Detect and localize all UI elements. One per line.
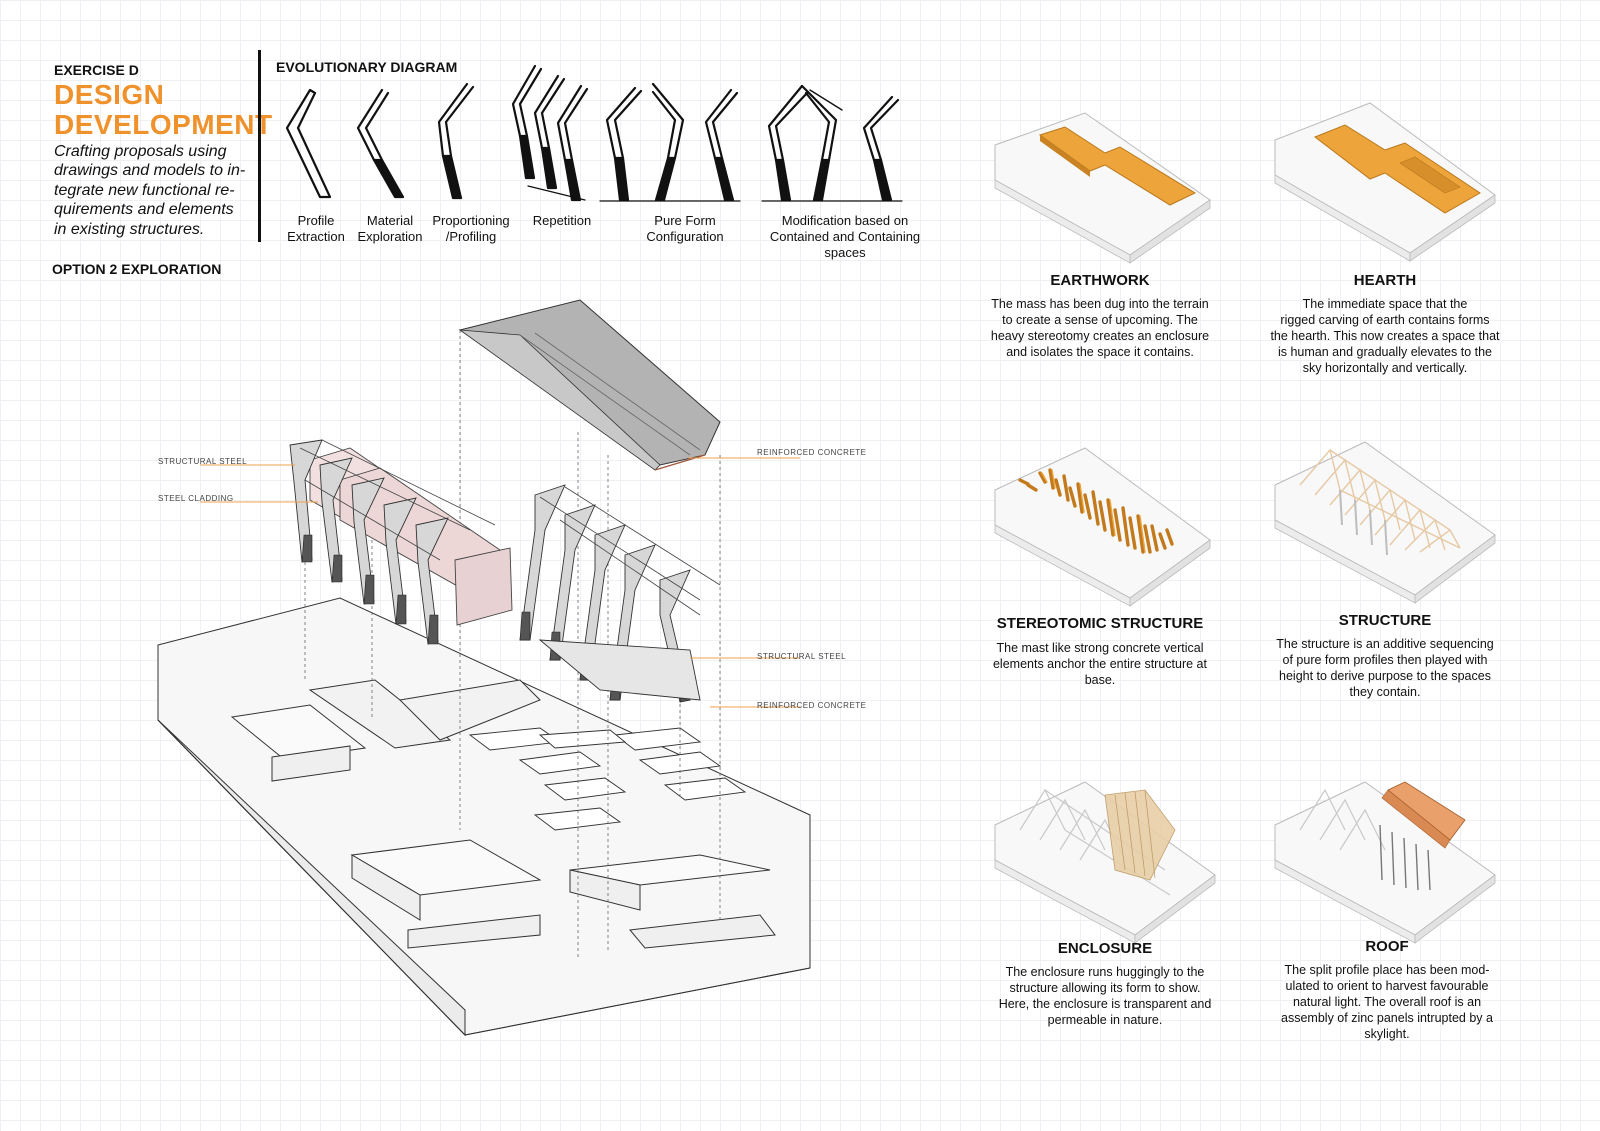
panel-title-structure: STRUCTURE [1338, 612, 1432, 629]
evo-pure-form-sketch [599, 82, 741, 202]
label-reinforced-concrete-1: REINFORCED CONCRETE [757, 448, 867, 457]
terrain-base [157, 597, 811, 1037]
evo-caption-line: Profile [297, 213, 335, 228]
evo-caption-pure-form: Pure Form Configuration [625, 213, 745, 245]
desc-line: height to derive purpose to the spaces [1279, 669, 1491, 683]
desc-line: they contain. [1349, 685, 1421, 699]
earthwork-model [994, 112, 1211, 264]
evo-modification-sketch [761, 84, 903, 202]
subtitle-line: Crafting proposals using [54, 143, 227, 160]
panel-title-hearth: HEARTH [1353, 272, 1417, 289]
subtitle: Crafting proposals using drawings and mo… [54, 142, 254, 239]
evo-caption-profile: Profile Extraction [256, 213, 376, 245]
evo-caption-line: Repetition [532, 213, 592, 228]
desc-line: the hearth. This now creates a space tha… [1270, 329, 1500, 343]
panel-title-enclosure: ENCLOSURE [1057, 940, 1153, 957]
panel-desc-stereotomic: The mast like strong concrete vertical e… [970, 640, 1230, 688]
desc-line: ulated to orient to harvest favourable [1285, 979, 1489, 993]
enclosure-model [994, 781, 1216, 944]
leader-lines [200, 457, 800, 708]
desc-line: The enclosure runs huggingly to the [1005, 965, 1205, 979]
page-title-line2: DEVELOPMENT [54, 109, 273, 140]
label-reinforced-concrete-2: REINFORCED CONCRETE [757, 701, 867, 710]
desc-line: The immediate space that the [1302, 297, 1468, 311]
subtitle-line: drawings and models to in- [54, 162, 246, 180]
evo-caption-line: Extraction [287, 229, 345, 244]
desc-line: The mast like strong concrete vertical [996, 641, 1204, 655]
evo-repetition-sketch [511, 64, 589, 202]
evo-caption-modification: Modification based on Contained and Cont… [755, 213, 935, 261]
panel-desc-roof: The split profile place has been mod- ul… [1257, 962, 1517, 1042]
evo-caption-repetition: Repetition [502, 213, 622, 229]
panel-title-stereotomic: STEREOTOMIC STRUCTURE [996, 615, 1204, 632]
page-title-line1: DESIGN [54, 79, 165, 110]
evo-caption-line: spaces [824, 245, 866, 260]
evo-profile-extraction-sketch [285, 88, 332, 199]
evo-caption-proportioning: Proportioning /Profiling [411, 213, 531, 245]
exercise-label: EXERCISE D [54, 62, 139, 78]
panel-desc-structure: The structure is an additive sequencing … [1255, 636, 1515, 700]
evo-caption-line: Contained and Containing [769, 229, 921, 244]
desc-line: is human and gradually elevates to the [1277, 345, 1493, 359]
purlins [299, 439, 721, 616]
label-structural-steel-2: STRUCTURAL STEEL [757, 652, 847, 661]
desc-line: to create a sense of upcoming. The [1002, 313, 1198, 327]
evo-caption-material: Material Exploration [330, 213, 450, 245]
subtitle-line: tegrate new functional re- [54, 181, 235, 199]
desc-line: sky horizontally and vertically. [1302, 361, 1468, 375]
header-divider [258, 50, 261, 242]
panel-desc-earthwork: The mass has been dug into the terrain t… [970, 296, 1230, 360]
desc-line: The split profile place has been mod- [1284, 963, 1490, 977]
desc-line: Here, the enclosure is transparent and [998, 997, 1212, 1011]
ground-slab-structure [538, 639, 701, 701]
label-structural-steel-1: STRUCTURAL STEEL [158, 457, 248, 466]
evo-caption-line: Exploration [357, 229, 423, 244]
structure-model [1274, 441, 1496, 604]
evolutionary-diagram-sketches [285, 64, 903, 202]
panel-desc-hearth: The immediate space that the rigged carv… [1255, 296, 1515, 376]
desc-line: natural light. The overall roof is an [1292, 995, 1482, 1009]
evolutionary-diagram-title: EVOLUTIONARY DIAGRAM [276, 59, 458, 75]
desc-line: The structure is an additive sequencing [1276, 637, 1494, 651]
panel-desc-enclosure: The enclosure runs huggingly to the stru… [975, 964, 1235, 1028]
panel-title-roof: ROOF [1365, 938, 1409, 955]
hearth-model [1274, 102, 1496, 262]
label-steel-cladding: STEEL CLADDING [158, 494, 234, 503]
evo-caption-line: Pure Form [654, 213, 716, 228]
evo-proportioning-sketch [437, 82, 475, 200]
stereotomic-structure-model [994, 447, 1211, 607]
desc-line: of pure form profiles then played with [1282, 653, 1488, 667]
panel-title-earthwork: EARTHWORK [1050, 272, 1150, 289]
desc-line: The mass has been dug into the terrain [991, 297, 1209, 311]
roof-model [1274, 781, 1496, 944]
evo-caption-line: Material [366, 213, 414, 228]
desc-line: heavy stereotomy creates an enclosure [990, 329, 1210, 343]
exploded-axonometric-drawing [157, 299, 811, 1037]
desc-line: assembly of zinc panels intrupted by a [1281, 1011, 1493, 1025]
desc-line: elements anchor the entire structure at [992, 657, 1207, 671]
desc-line: and isolates the space it contains. [1006, 345, 1194, 359]
option-label: OPTION 2 EXPLORATION [52, 261, 222, 277]
subtitle-line: in existing structures. [54, 220, 205, 238]
desc-line: rigged carving of earth contains forms [1280, 313, 1490, 327]
evo-material-exploration-sketch [356, 88, 405, 199]
desc-line: permeable in nature. [1047, 1013, 1163, 1027]
terrain-terraces [230, 679, 776, 949]
foundation-pads [468, 727, 747, 831]
evo-caption-line: Configuration [646, 229, 724, 244]
desc-line: skylight. [1364, 1027, 1410, 1041]
desc-line: base. [1084, 673, 1116, 687]
subtitle-line: quirements and elements [54, 201, 234, 219]
evo-caption-line: /Profiling [445, 229, 497, 244]
evo-caption-line: Proportioning [432, 213, 510, 228]
roof-slab [458, 299, 721, 471]
evo-caption-line: Modification based on [781, 213, 909, 228]
desc-line: structure allowing its form to show. [1009, 981, 1201, 995]
